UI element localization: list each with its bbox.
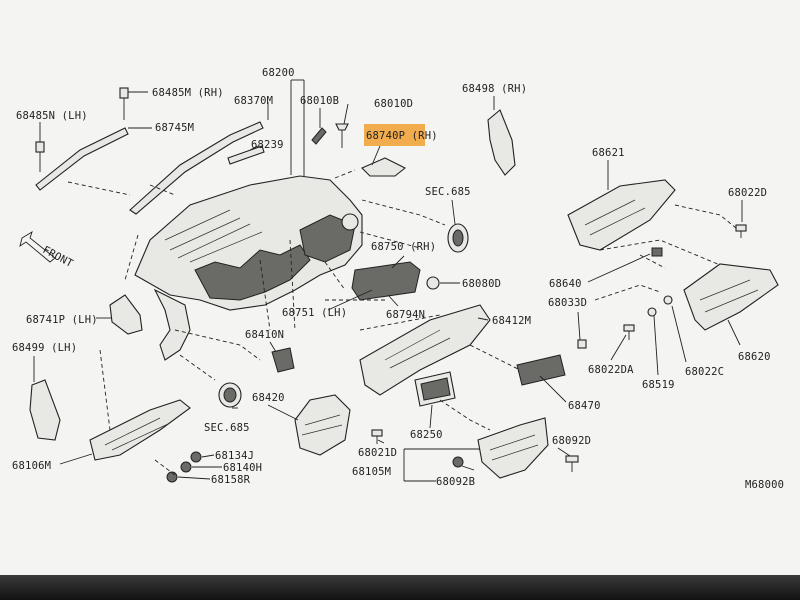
part-68745M-strip [35, 127, 129, 191]
label-68092D: 68092D [552, 435, 591, 447]
part-68741P-cover [109, 294, 143, 335]
label-68519: 68519 [642, 379, 675, 391]
part-68410N [271, 347, 295, 373]
label-68741P: 68741P (LH) [26, 314, 98, 326]
part-68640 [651, 247, 663, 257]
part-68370M-strip [129, 121, 264, 215]
fastener-68033D [577, 339, 587, 349]
label-68485N: 68485N (LH) [16, 110, 88, 122]
part-68470-switch [516, 354, 566, 386]
label-68158R: 68158R [211, 474, 251, 486]
front-label: FRONT [41, 244, 76, 270]
label-68750: 68750 (RH) [371, 241, 436, 253]
label-68140H: 68140H [223, 462, 262, 474]
label-68485M: 68485M (RH) [152, 87, 224, 99]
label-68239: 68239 [251, 139, 284, 151]
monitor-bezel [0, 575, 800, 600]
part-68092B [452, 456, 464, 468]
label-68021D: 68021D [358, 447, 397, 459]
label-68033D: 68033D [548, 297, 587, 309]
part-68105M-lower-center [477, 417, 549, 479]
label-68022C: 68022C [685, 366, 724, 378]
fastener-68092D [565, 455, 579, 472]
label-68794N: 68794N [386, 309, 425, 321]
label-68620: 68620 [738, 351, 771, 363]
fastener-68022D [735, 224, 747, 238]
label-68751: 68751 (LH) [282, 307, 347, 319]
part-68498-side-panel [487, 109, 516, 176]
part-68519 [647, 307, 657, 317]
label-68092B: 68092B [436, 476, 475, 488]
label-68106M: 68106M [12, 460, 51, 472]
part-68621-glovebox-lid [567, 179, 676, 251]
fastener-68021D [371, 429, 383, 444]
clip-68010B [311, 127, 327, 145]
part-68750-bezel [351, 261, 421, 301]
label-68621: 68621 [592, 147, 625, 159]
fastener-68485M [119, 87, 129, 120]
part-68499-side-panel [29, 379, 61, 441]
front-arrow-icon [19, 230, 56, 263]
part-68740P [361, 157, 407, 177]
part-68158R [166, 471, 178, 483]
parts-diagram: 68200 68485M (RH) 68370M 68010B 68010D 6… [12, 67, 784, 491]
label-68200: 68200 [262, 67, 295, 79]
vent-sec685-lower [218, 382, 242, 408]
part-68140H [180, 461, 192, 473]
label-sec685-lower: SEC.685 [204, 422, 250, 434]
label-68010B: 68010B [300, 95, 339, 107]
label-68022DA: 68022DA [588, 364, 634, 376]
part-68134J [190, 451, 202, 463]
part-68080D [426, 276, 440, 290]
fastener-68022DA [623, 324, 635, 340]
part-labels: 68200 68485M (RH) 68370M 68010B 68010D 6… [12, 67, 784, 491]
label-68470: 68470 [568, 400, 601, 412]
part-68420-meter-hood [294, 394, 351, 456]
label-68370M: 68370M [234, 95, 273, 107]
label-68250: 68250 [410, 429, 443, 441]
part-68022C [663, 295, 673, 305]
part-68106M-lower-panel [89, 399, 191, 461]
part-68620-glovebox [683, 263, 779, 331]
label-68640: 68640 [549, 278, 582, 290]
drawing-code: M68000 [745, 479, 784, 491]
label-68740P: 68740P (RH) [366, 130, 438, 142]
label-68410N: 68410N [245, 329, 284, 341]
label-68499: 68499 (LH) [12, 342, 77, 354]
label-68134J: 68134J [215, 450, 254, 462]
fastener-68485N [35, 141, 45, 172]
label-68420: 68420 [252, 392, 285, 404]
leader-lines [33, 79, 743, 482]
label-68010D: 68010D [374, 98, 413, 110]
label-68745M: 68745M [155, 122, 194, 134]
vent-sec685-upper [447, 223, 469, 253]
instrument-panel-assembly [134, 175, 363, 361]
label-68022D: 68022D [728, 187, 767, 199]
label-68498: 68498 (RH) [462, 83, 527, 95]
fastener-68010D [335, 123, 349, 148]
highlight-68740P [364, 124, 425, 146]
label-68412M: 68412M [492, 315, 531, 327]
label-68080D: 68080D [462, 278, 501, 290]
label-68105M: 68105M [352, 466, 391, 478]
label-sec685-upper: SEC.685 [425, 186, 471, 198]
